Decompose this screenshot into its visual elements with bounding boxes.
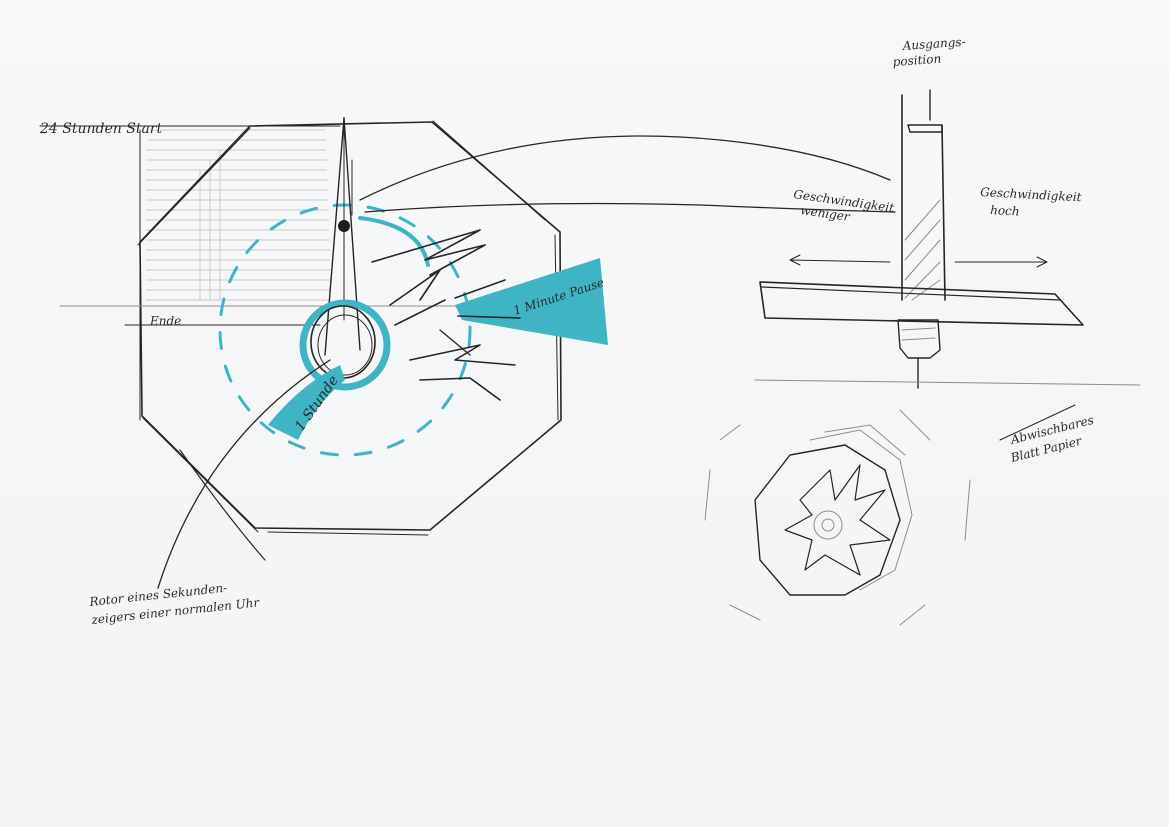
start-position-line2: position (892, 52, 941, 69)
start-position-line1: Ausgangs- (901, 35, 966, 53)
octagon-clock (40, 118, 608, 588)
teal-arc (360, 218, 428, 265)
speed-high-line1: Geschwindigkeit (980, 185, 1082, 204)
end-label: Ende (149, 314, 181, 328)
small-octagon-sketch (705, 410, 970, 625)
speed-mechanism (755, 90, 1140, 388)
pencil-hatching (146, 130, 331, 300)
pendulum-bob (311, 306, 375, 378)
dashed-hour-circle (220, 205, 470, 455)
speed-high-line2: hoch (990, 203, 1020, 219)
pendulum-pivot (338, 220, 350, 232)
start-label: 24 Stunden Start (39, 121, 162, 137)
